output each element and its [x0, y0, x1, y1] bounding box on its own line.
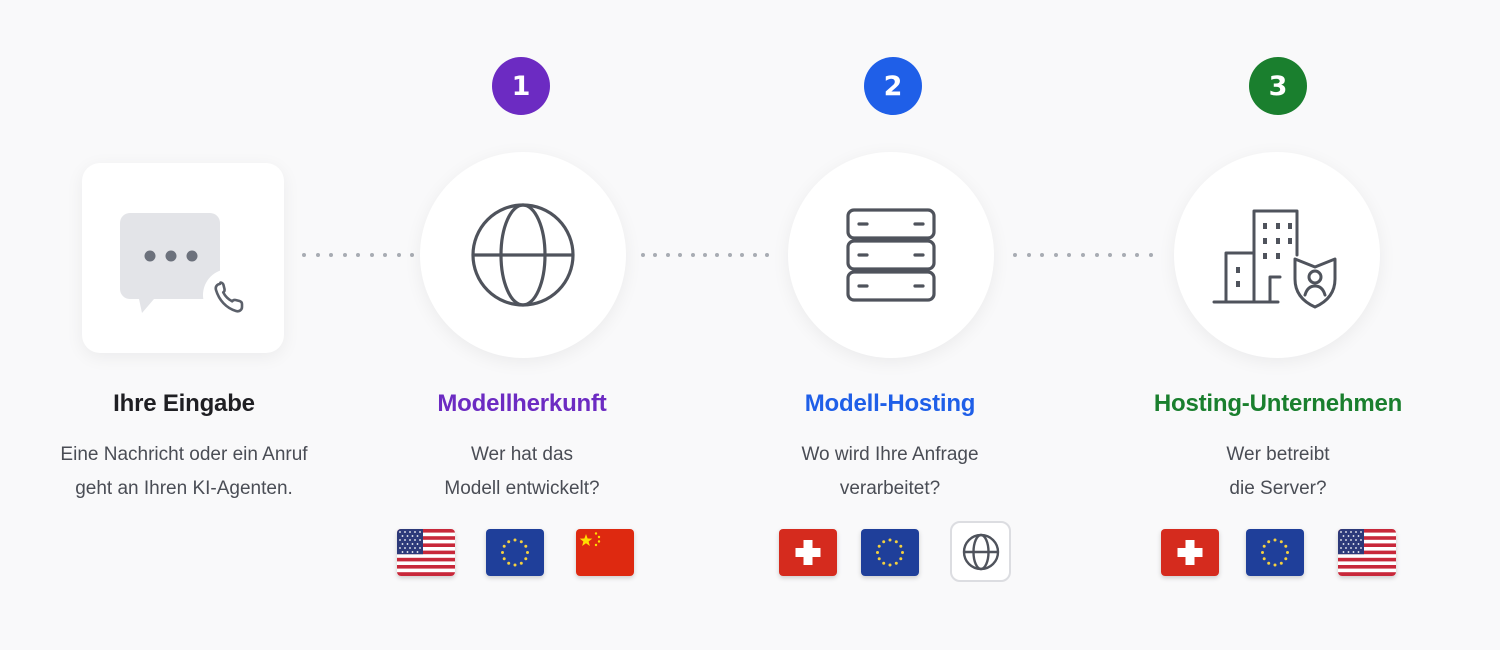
- chat-phone-icon: [120, 213, 255, 321]
- step-title: Ihre Eingabe: [113, 390, 255, 417]
- globe-circle: [420, 152, 626, 358]
- switzerland-flag: [779, 529, 837, 576]
- globe-icon: [471, 203, 575, 307]
- step-description: Wo wird Ihre Anfrage verarbeitet?: [801, 444, 979, 499]
- globe-icon: [962, 533, 999, 570]
- step-title: Modellherkunft: [437, 390, 607, 417]
- eu-flag: [861, 529, 919, 576]
- usa-flag: [1338, 529, 1396, 576]
- step-description: Wer betreibt die Server?: [1226, 444, 1330, 499]
- switzerland-flag: [1161, 529, 1219, 576]
- step-number-badge: 1: [492, 57, 550, 115]
- connector-dots: [641, 252, 769, 258]
- usa-flag: [397, 529, 455, 576]
- step-title: Modell-Hosting: [804, 390, 976, 417]
- server-circle: [788, 152, 994, 358]
- eu-flag: [1246, 529, 1304, 576]
- step-number-badge: 3: [1249, 57, 1307, 115]
- building-circle: [1174, 152, 1380, 358]
- connector-dots: [302, 252, 414, 258]
- step-title: Hosting-Unternehmen: [1153, 390, 1403, 417]
- connector-dots: [1013, 252, 1153, 258]
- eu-flag: [486, 529, 544, 576]
- chat-phone-card: [82, 163, 284, 353]
- building-shield-icon: [1212, 209, 1337, 309]
- step-description: Wer hat das Modell entwickelt?: [444, 444, 600, 499]
- server-icon: [846, 208, 936, 302]
- china-flag: [576, 529, 634, 576]
- step-description: Eine Nachricht oder ein Anruf geht an Ih…: [60, 444, 308, 499]
- step-number-badge: 2: [864, 57, 922, 115]
- global-region-tile: [950, 521, 1011, 582]
